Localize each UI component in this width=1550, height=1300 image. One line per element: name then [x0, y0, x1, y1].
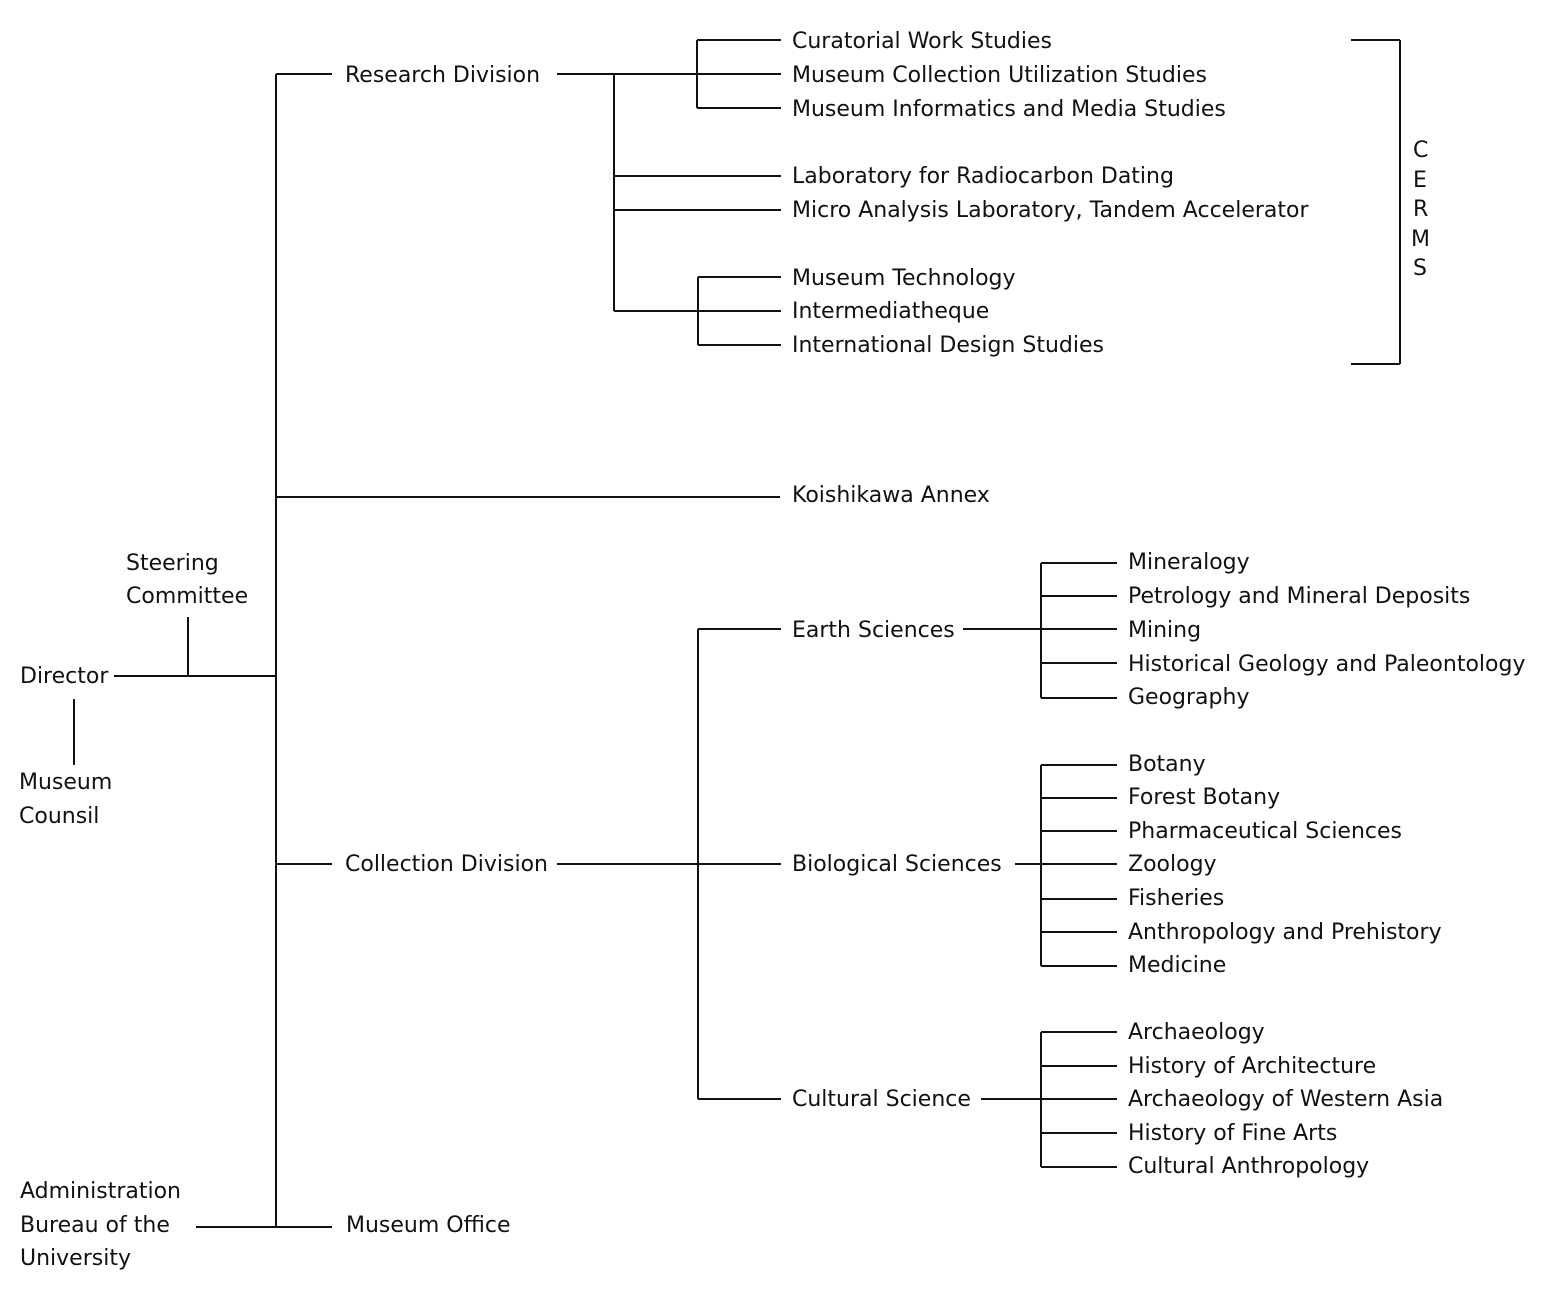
node-laboratory-for-radiocarbon-dating: Laboratory for Radiocarbon Dating — [792, 164, 1174, 189]
node-museum-collection-utilization-studies: Museum Collection Utilization Studies — [792, 63, 1207, 88]
node-earth-sciences: Earth Sciences — [792, 618, 955, 643]
node-micro-analysis-laboratory: Micro Analysis Laboratory, Tandem Accele… — [792, 198, 1309, 223]
node-intermediatheque: Intermediatheque — [792, 299, 989, 324]
node-cultural-anthropology: Cultural Anthropology — [1128, 1154, 1369, 1179]
node-botany: Botany — [1128, 752, 1206, 777]
node-director: Director — [20, 664, 109, 689]
node-cultural-science: Cultural Science — [792, 1087, 971, 1112]
node-administration-bureau-line-2: Bureau of the — [20, 1213, 170, 1238]
node-historical-geology-and-paleontology: Historical Geology and Paleontology — [1128, 652, 1525, 677]
node-biological-sciences: Biological Sciences — [792, 852, 1002, 877]
cerms-letter-m: M — [1411, 227, 1430, 252]
node-medicine: Medicine — [1128, 953, 1226, 978]
node-archaeology: Archaeology — [1128, 1020, 1265, 1045]
cerms-letter-c: C — [1413, 138, 1428, 163]
node-administration-bureau-line-1: Administration — [20, 1179, 181, 1204]
node-steering-committee-line-1: Steering — [126, 551, 219, 576]
node-curatorial-work-studies: Curatorial Work Studies — [792, 29, 1052, 54]
node-collection-division: Collection Division — [345, 852, 548, 877]
node-forest-botany: Forest Botany — [1128, 785, 1280, 810]
node-museum-counsil-line-1: Museum — [19, 770, 112, 795]
cerms-letter-e: E — [1413, 168, 1427, 193]
node-zoology: Zoology — [1128, 852, 1217, 877]
node-museum-counsil-line-2: Counsil — [19, 804, 99, 829]
node-labels: Director Steering Committee Museum Couns… — [19, 29, 1525, 1271]
node-koishikawa-annex: Koishikawa Annex — [792, 483, 990, 508]
node-archaeology-of-western-asia: Archaeology of Western Asia — [1128, 1087, 1443, 1112]
connector-lines — [73, 39, 1401, 1228]
node-fisheries: Fisheries — [1128, 886, 1224, 911]
node-mineralogy: Mineralogy — [1128, 550, 1250, 575]
node-international-design-studies: International Design Studies — [792, 333, 1104, 358]
node-anthropology-and-prehistory: Anthropology and Prehistory — [1128, 920, 1442, 945]
node-petrology-and-mineral-deposits: Petrology and Mineral Deposits — [1128, 584, 1470, 609]
node-museum-office: Museum Office — [346, 1213, 511, 1238]
node-history-of-fine-arts: History of Fine Arts — [1128, 1121, 1337, 1146]
cerms-letter-r: R — [1413, 197, 1428, 222]
node-museum-informatics-and-media-studies: Museum Informatics and Media Studies — [792, 97, 1226, 122]
node-geography: Geography — [1128, 685, 1249, 710]
node-pharmaceutical-sciences: Pharmaceutical Sciences — [1128, 819, 1402, 844]
node-museum-technology: Museum Technology — [792, 266, 1016, 291]
node-research-division: Research Division — [345, 63, 540, 88]
node-mining: Mining — [1128, 618, 1201, 643]
cerms-letter-s: S — [1413, 256, 1427, 281]
node-administration-bureau-line-3: University — [20, 1246, 131, 1271]
node-steering-committee-line-2: Committee — [126, 584, 248, 609]
node-history-of-architecture: History of Architecture — [1128, 1054, 1376, 1079]
